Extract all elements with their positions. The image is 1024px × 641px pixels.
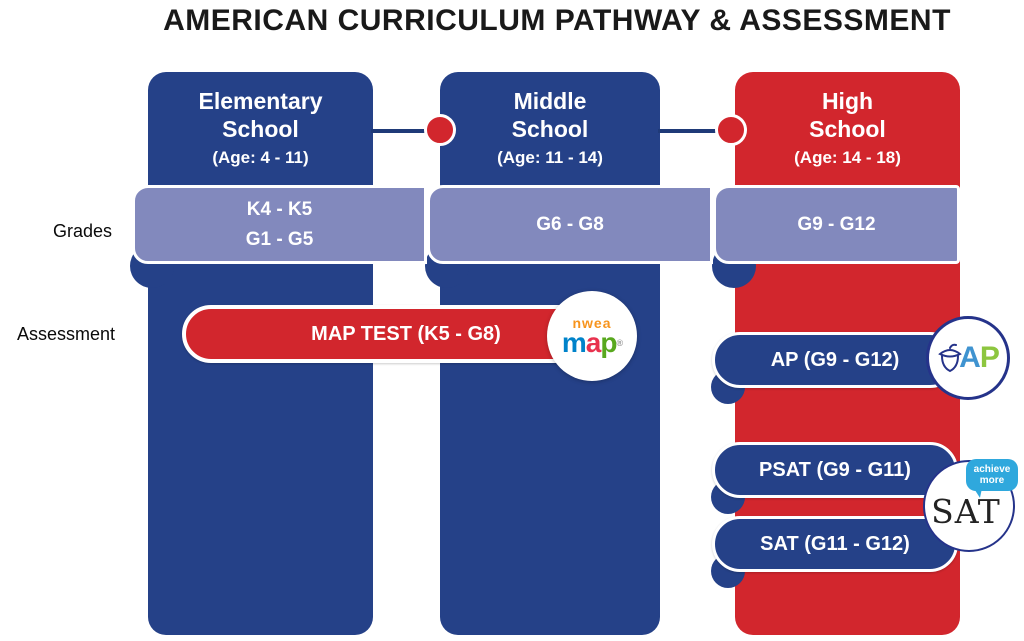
acorn-icon — [938, 343, 963, 373]
registered-mark: ® — [616, 337, 623, 348]
column-title-line2: School — [511, 116, 589, 142]
grades-band-high: G9 - G12 — [713, 185, 960, 264]
assessment-label: AP (G9 - G12) — [770, 348, 900, 371]
connector-line-elem-middle — [371, 129, 437, 133]
map-logo-word: map® — [561, 326, 623, 358]
column-title: Elementary School — [198, 87, 322, 143]
map-letter-p: p — [600, 326, 617, 358]
page-title: AMERICAN CURRICULUM PATHWAY & ASSESSMENT — [163, 4, 951, 37]
row-label-grades: Grades — [52, 221, 112, 241]
assessment-pill-ap: AP (G9 - G12) — [712, 332, 958, 388]
column-title-line1: Elementary — [198, 88, 323, 114]
column-age-range: (Age: 11 - 14) — [497, 148, 603, 167]
connector-line-middle-high — [658, 129, 728, 133]
grades-band-middle: G6 - G8 — [427, 185, 713, 264]
assessment-label: MAP TEST (K5 - G8) — [311, 322, 501, 345]
assessment-label: SAT (G11 - G12) — [760, 532, 910, 555]
connector-node-icon — [424, 114, 456, 146]
grades-range: G9 - G12 — [797, 213, 876, 235]
nwea-brand-text: nwea — [572, 314, 612, 331]
sat-logo-word: SAT — [931, 491, 1001, 531]
ap-letter-p: P — [979, 341, 1000, 374]
column-title: High School — [809, 87, 886, 143]
ap-letter-a: A — [959, 341, 981, 374]
row-label-assessment: Assessment — [16, 324, 115, 344]
grades-band-elementary: K4 - K5 G1 - G5 — [132, 185, 427, 264]
column-title-line2: School — [222, 116, 299, 142]
achieve-more-badge: achieve more — [966, 459, 1018, 491]
grades-range: G1 - G5 — [245, 228, 314, 250]
nwea-map-logo: nwea map® — [547, 291, 637, 381]
column-title-line2: School — [809, 116, 886, 142]
assessment-pill-psat: PSAT (G9 - G11) — [712, 442, 958, 498]
ap-logo-word: AP — [959, 341, 1000, 375]
connector-node-icon — [715, 114, 747, 146]
map-letter-a: a — [585, 326, 602, 358]
assessment-pill-sat: SAT (G11 - G12) — [712, 516, 958, 572]
badge-line1: achieve — [973, 464, 1011, 475]
map-letter-m: m — [561, 326, 587, 358]
column-age-range: (Age: 4 - 11) — [212, 148, 309, 167]
column-title-line1: High — [821, 88, 874, 114]
assessment-label: PSAT (G9 - G11) — [759, 458, 911, 481]
column-title: Middle School — [512, 87, 589, 143]
grades-range: G6 - G8 — [536, 213, 604, 235]
ap-logo: AP — [926, 316, 1010, 400]
column-title-line1: Middle — [513, 88, 587, 114]
badge-line2: more — [979, 475, 1005, 486]
grades-range: K4 - K5 — [246, 198, 313, 220]
column-age-range: (Age: 14 - 18) — [794, 148, 901, 167]
